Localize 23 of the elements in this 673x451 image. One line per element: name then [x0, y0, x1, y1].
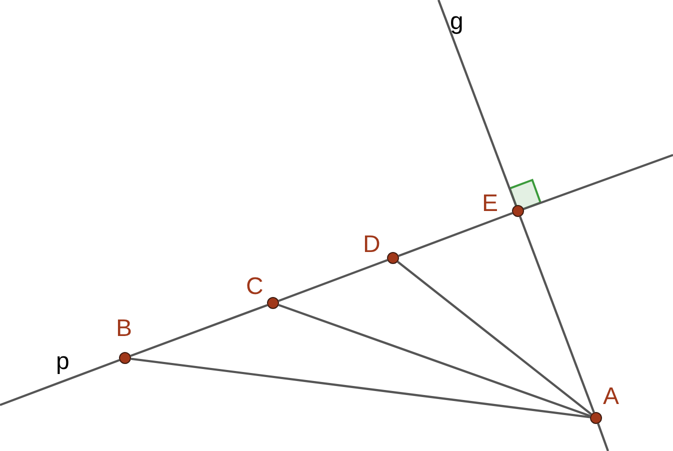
point-dot	[267, 297, 279, 309]
line-label: p	[56, 350, 70, 374]
point-dot	[387, 252, 399, 264]
point-label: A	[603, 385, 620, 409]
point-label: B	[116, 317, 132, 341]
line-segment	[278, 259, 388, 302]
point-label: D	[363, 233, 380, 257]
line-segment	[0, 359, 120, 406]
line-segment	[397, 260, 592, 416]
line-label: g	[450, 10, 464, 34]
line-segment	[519, 216, 595, 413]
point-dot	[119, 352, 131, 364]
line-segment	[130, 304, 268, 357]
line-segment	[398, 212, 513, 257]
line-segment	[130, 358, 590, 418]
line-segment	[523, 154, 673, 210]
point-label: C	[246, 275, 264, 299]
point-dot	[590, 412, 602, 424]
line-segment	[278, 304, 591, 418]
point-dot	[512, 205, 524, 217]
point-label: E	[482, 192, 498, 216]
line-segment	[597, 423, 610, 451]
line-segment	[437, 0, 517, 206]
